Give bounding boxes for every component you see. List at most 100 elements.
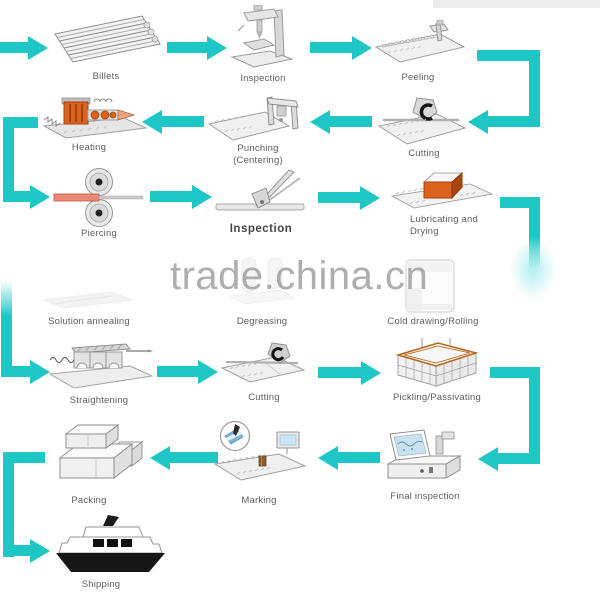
steel-billets-bundle-icon <box>54 15 161 63</box>
gauge-lever-tool-icon <box>215 169 305 211</box>
flow-start-arrow-head <box>28 36 48 60</box>
peeling-label: Peeling <box>401 72 435 83</box>
arrow-billets-to-inspection-head <box>207 36 227 60</box>
lubricating-box-conveyor-icon <box>390 171 494 209</box>
elbow-annealing-down-shaft <box>1 366 30 377</box>
arrow-billets-to-inspection-shaft <box>167 42 207 53</box>
straightening-station <box>48 338 156 390</box>
arrow-marking-to-packing-head <box>150 446 170 470</box>
elbow-pickling-down-top <box>490 367 540 378</box>
billets-station <box>52 12 164 72</box>
stacked-packing-boxes-icon <box>58 424 144 480</box>
inspection-2-label: Inspection <box>229 223 293 235</box>
arrow-piercing-to-inspection-head <box>192 185 212 209</box>
arrow-inspection-to-lubricating-shaft <box>318 192 360 203</box>
lubricating-label: Lubricating and Drying <box>410 214 478 238</box>
cutting-1-station <box>377 96 467 150</box>
shipping-label: Shipping <box>81 579 121 590</box>
drill-press-machine-icon <box>230 5 294 68</box>
saw-cutting-machine-icon <box>377 97 467 145</box>
watermark-text: trade.china.cn <box>170 254 429 298</box>
billets-label: Billets <box>92 71 120 82</box>
top-right-gray-band <box>433 0 600 8</box>
saw-cutting-machine-icon <box>220 342 306 383</box>
elbow-packing-down-top <box>3 452 45 463</box>
piercing-rollers-icon <box>53 168 144 227</box>
piercing-label: Piercing <box>81 228 117 239</box>
final-inspection-label: Final inspection <box>390 491 460 502</box>
packing-station <box>48 422 144 484</box>
cutting-1-label: Cutting <box>408 148 440 159</box>
degreasing-tanks-faded-icon <box>228 257 296 305</box>
cargo-ship-icon <box>56 515 165 572</box>
elbow-peeling-down-top <box>477 50 540 61</box>
arrow-punching-to-heating-head <box>142 110 162 134</box>
straightening-roller-machine-icon <box>48 343 154 389</box>
marking-conveyor-with-printer-icon <box>213 420 307 481</box>
arrow-marking-to-packing-shaft <box>170 452 218 463</box>
packing-label: Packing <box>71 495 107 506</box>
elbow-pickling-down-shaft <box>498 453 540 464</box>
elbow-packing-down-shaft <box>3 545 30 556</box>
peeling-conveyor-machine-icon <box>374 20 466 63</box>
solution-annealing-label: Solution annealing <box>48 316 130 327</box>
pickling-station <box>392 338 482 392</box>
degreasing-label: Degreasing <box>236 316 288 327</box>
cutting-2-label: Cutting <box>248 392 280 403</box>
arrow-straightening-to-cutting-head <box>198 360 218 384</box>
degreasing-station <box>226 256 298 310</box>
elbow-peeling-down-head <box>468 110 488 134</box>
shipping-station <box>53 513 168 575</box>
arrow-straightening-to-cutting-shaft <box>157 366 198 377</box>
arrow-inspection-to-peeling-shaft <box>310 42 352 53</box>
arrow-cutting-to-punching-head <box>310 110 330 134</box>
cutting-2-station <box>220 342 308 388</box>
elbow-lubricating-down-vertical <box>529 197 540 269</box>
flow-start-arrow-shaft <box>0 42 28 53</box>
arrow-piercing-to-inspection-shaft <box>150 191 192 202</box>
punching-label: Punching (Centering) <box>233 143 283 167</box>
elbow-annealing-down-vertical <box>1 281 12 374</box>
cold-drawing-label: Cold drawing/Rolling <box>387 316 479 327</box>
lubricating-station <box>390 168 496 216</box>
elbow-pickling-down-head <box>478 447 498 471</box>
arrow-finalinspection-to-marking-shaft <box>338 452 380 463</box>
elbow-peeling-down-vertical <box>529 50 540 127</box>
solution-annealing-station <box>42 284 138 312</box>
heating-label: Heating <box>71 142 107 153</box>
pickling-label: Pickling/Passivating <box>393 392 481 403</box>
punching-station <box>207 92 303 144</box>
drawing-cabinet-faded-icon <box>405 259 455 313</box>
elbow-heating-down-head <box>30 185 50 209</box>
arrow-inspection-to-lubricating-head <box>360 186 380 210</box>
punching-press-machine-icon <box>207 96 299 141</box>
piercing-station <box>52 166 147 228</box>
arrow-finalinspection-to-marking-head <box>318 446 338 470</box>
arrow-cutting-to-pickling-shaft <box>318 367 361 378</box>
arrow-punching-to-heating-shaft <box>162 116 204 127</box>
heating-station <box>42 92 148 142</box>
straightening-label: Straightening <box>69 395 129 406</box>
arrow-cutting-to-pickling-head <box>361 361 381 385</box>
marking-label: Marking <box>241 495 277 506</box>
inspection-1-label: Inspection <box>240 73 286 84</box>
elbow-lubricating-down-top <box>500 197 540 208</box>
inspection-2-station <box>214 166 306 222</box>
marking-station <box>213 420 309 486</box>
arrow-cutting-to-punching-shaft <box>330 116 372 127</box>
elbow-peeling-down-shaft <box>488 116 540 127</box>
final-inspection-station <box>384 426 470 486</box>
furnace-machine-icon <box>42 97 148 139</box>
inspection-1-station <box>230 5 296 69</box>
elbow-pickling-down-vertical <box>529 367 540 464</box>
peeling-station <box>374 20 466 68</box>
elbow-packing-down-vertical <box>3 452 14 557</box>
elbow-heating-down-top <box>3 117 38 128</box>
cold-drawing-station <box>403 254 457 318</box>
inspection-computer-station-icon <box>386 429 462 479</box>
elbow-heating-down-shaft <box>3 191 30 202</box>
pickling-tank-icon <box>395 338 479 387</box>
elbow-packing-down-head <box>30 539 50 563</box>
annealing-line-faded-icon <box>43 291 133 309</box>
